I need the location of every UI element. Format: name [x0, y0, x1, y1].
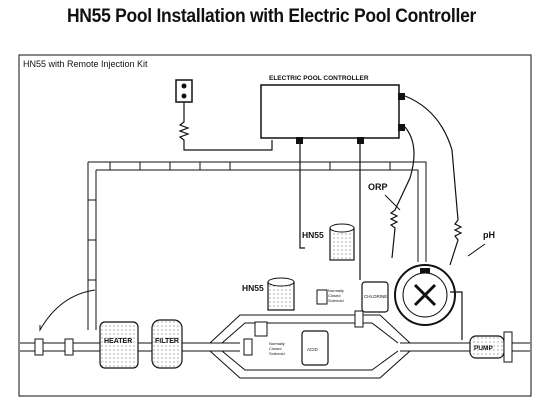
pump-icon: PUMP: [469, 331, 513, 363]
filter-label: FILTER: [155, 338, 179, 345]
solenoid-upper-text-2: Closed: [328, 293, 340, 298]
page-title: HN55 Pool Installation with Electric Poo…: [66, 6, 477, 27]
acid-label: ACID: [307, 347, 319, 352]
acid-tank: ACID: [301, 330, 329, 366]
diagram-frame: [18, 54, 532, 397]
feed-hoses: [39, 161, 427, 332]
valve-icon: [34, 310, 364, 356]
orp-arrow: [384, 194, 401, 211]
frame-label: HN55 with Remote Injection Kit: [23, 59, 148, 69]
filter: FILTER: [151, 319, 183, 369]
hn55-lower-label: HN55: [242, 283, 264, 293]
sensor-icon: [394, 264, 456, 326]
pump-return-line: [450, 291, 463, 340]
solenoid-upper: Normally Closed Solenoid: [316, 288, 344, 305]
electric-pool-controller: [260, 84, 400, 139]
solenoid-lower: Normally Closed Solenoid: [254, 321, 285, 356]
solenoid-upper-text-3: Solenoid: [328, 298, 344, 303]
ph-label: pH: [483, 230, 495, 240]
solenoid-lower-text-1: Normally: [269, 341, 285, 346]
heater-label: HEATER: [104, 338, 132, 345]
outlet-cord: [178, 102, 273, 151]
hn55-upper: HN55: [302, 223, 355, 261]
controller-wires: [299, 95, 463, 280]
orp-label: ORP: [368, 182, 388, 192]
heater: HEATER: [99, 321, 139, 369]
hn55-upper-label: HN55: [302, 230, 324, 240]
controller-ports: [296, 93, 405, 144]
pump-label: PUMP: [474, 345, 493, 352]
ph-arrow: [467, 243, 486, 257]
controller-label: ELECTRIC POOL CONTROLLER: [269, 75, 369, 82]
chlorine-tank: CHLORINE: [361, 281, 389, 313]
chlorine-label: CHLORINE: [364, 294, 387, 299]
hose-hatching: [88, 162, 391, 281]
solenoid-upper-text-1: Normally: [328, 288, 344, 293]
solenoid-lower-text-3: Solenoid: [269, 351, 285, 356]
outlet-icon: [175, 79, 193, 103]
solenoid-lower-text-2: Closed: [269, 346, 281, 351]
hn55-lower: HN55: [242, 277, 295, 311]
